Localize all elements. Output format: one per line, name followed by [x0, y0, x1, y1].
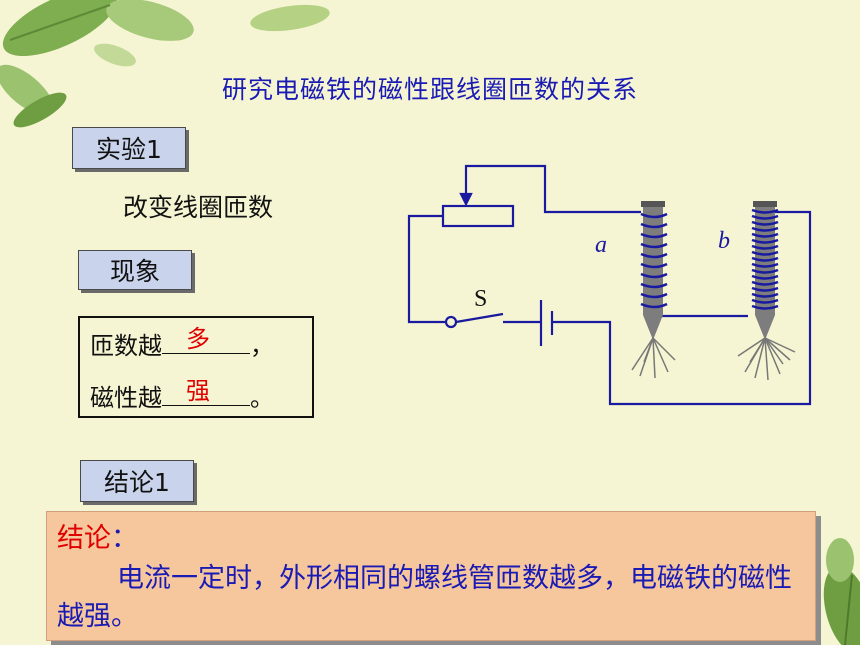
electromagnet-b — [737, 201, 796, 381]
electromagnet-a — [631, 201, 676, 379]
rheostat — [441, 204, 515, 228]
conclusion-colon: ： — [111, 523, 138, 554]
left-wire — [407, 214, 446, 324]
leaf-icon — [823, 538, 860, 645]
result-line2-suffix: 。 — [250, 384, 274, 412]
conclusion-body: 电流一定时，外形相同的螺线管匝数越多，电磁铁的磁性越强。 — [57, 563, 792, 632]
switch-label: S — [474, 286, 487, 312]
coil-a-label: a — [595, 232, 607, 258]
answer-blank-magnetism: 强 — [162, 377, 250, 406]
leaf-icon — [0, 0, 330, 128]
conclusion-heading: 结论： — [57, 520, 138, 558]
switch-blade — [455, 312, 504, 324]
result-line-turns: 匝数越多 ， — [90, 325, 274, 361]
conclusion-box: 结论： 电流一定时，外形相同的螺线管匝数越多，电磁铁的磁性越强。 — [46, 511, 816, 641]
right-wire — [552, 210, 812, 406]
result-line2-prefix: 磁性越 — [90, 384, 162, 412]
phenomenon-result-box: 匝数越多 ， 磁性越强 。 — [78, 316, 314, 418]
coil-b-label: b — [718, 228, 730, 254]
result-line-magnetism: 磁性越强 。 — [90, 377, 274, 413]
result-line1-suffix: ， — [250, 332, 274, 360]
switch-terminal — [444, 315, 458, 329]
rheostat-slider-wire — [464, 164, 641, 214]
conclusion-heading-text: 结论 — [57, 523, 111, 554]
answer-fill-strong: 强 — [186, 377, 210, 405]
experiment-label: 实验1 — [72, 127, 186, 169]
experiment-method: 改变线圈匝数 — [123, 193, 274, 222]
answer-blank-turns: 多 — [162, 325, 250, 354]
answer-fill-more: 多 — [186, 325, 210, 353]
page-title: 研究电磁铁的磁性跟线圈匝数的关系 — [221, 75, 638, 104]
phenomenon-label: 现象 — [78, 250, 192, 290]
result-line1-prefix: 匝数越 — [90, 332, 162, 360]
rheostat-slider-arrow — [459, 192, 473, 207]
conclusion-label: 结论1 — [80, 460, 194, 502]
